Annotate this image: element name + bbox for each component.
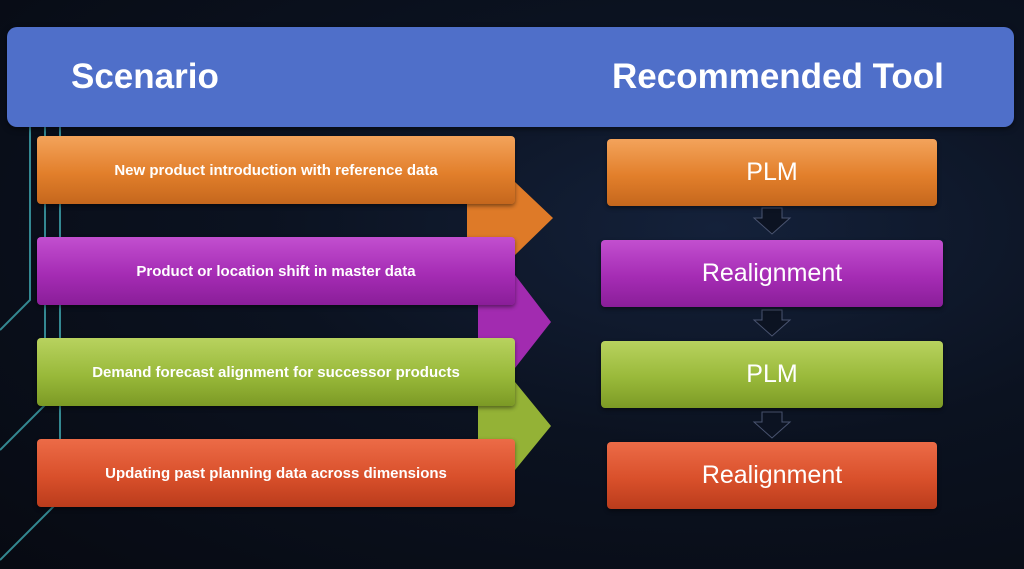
scenario-heading: Scenario <box>71 57 219 96</box>
scenario-box-3: Demand forecast alignment for successor … <box>37 338 515 406</box>
scenario-label-4: Updating past planning data across dimen… <box>105 464 447 482</box>
tool-box-3: PLM <box>601 341 943 408</box>
scenario-label-1: New product introduction with reference … <box>114 161 438 179</box>
scenario-box-4: Updating past planning data across dimen… <box>37 439 515 507</box>
tool-label-2: Realignment <box>701 259 843 287</box>
header-bar: Scenario Recommended Tool <box>7 27 1014 127</box>
tool-label-4: Realignment <box>701 461 843 489</box>
tool-box-2: Realignment <box>601 240 943 307</box>
down-arrow-3 <box>752 411 792 439</box>
down-arrow-2 <box>752 309 792 337</box>
scenario-label-2: Product or location shift in master data <box>136 262 416 280</box>
scenario-box-1: New product introduction with reference … <box>37 136 515 204</box>
scenario-box-2: Product or location shift in master data <box>37 237 515 305</box>
down-arrow-1 <box>752 207 792 235</box>
scenario-label-3: Demand forecast alignment for successor … <box>92 363 460 381</box>
recommended-tool-heading: Recommended Tool <box>612 57 944 96</box>
tool-box-1: PLM <box>607 139 937 206</box>
tool-label-1: PLM <box>746 158 798 186</box>
tool-label-3: PLM <box>746 360 798 388</box>
tool-box-4: Realignment <box>607 442 937 509</box>
